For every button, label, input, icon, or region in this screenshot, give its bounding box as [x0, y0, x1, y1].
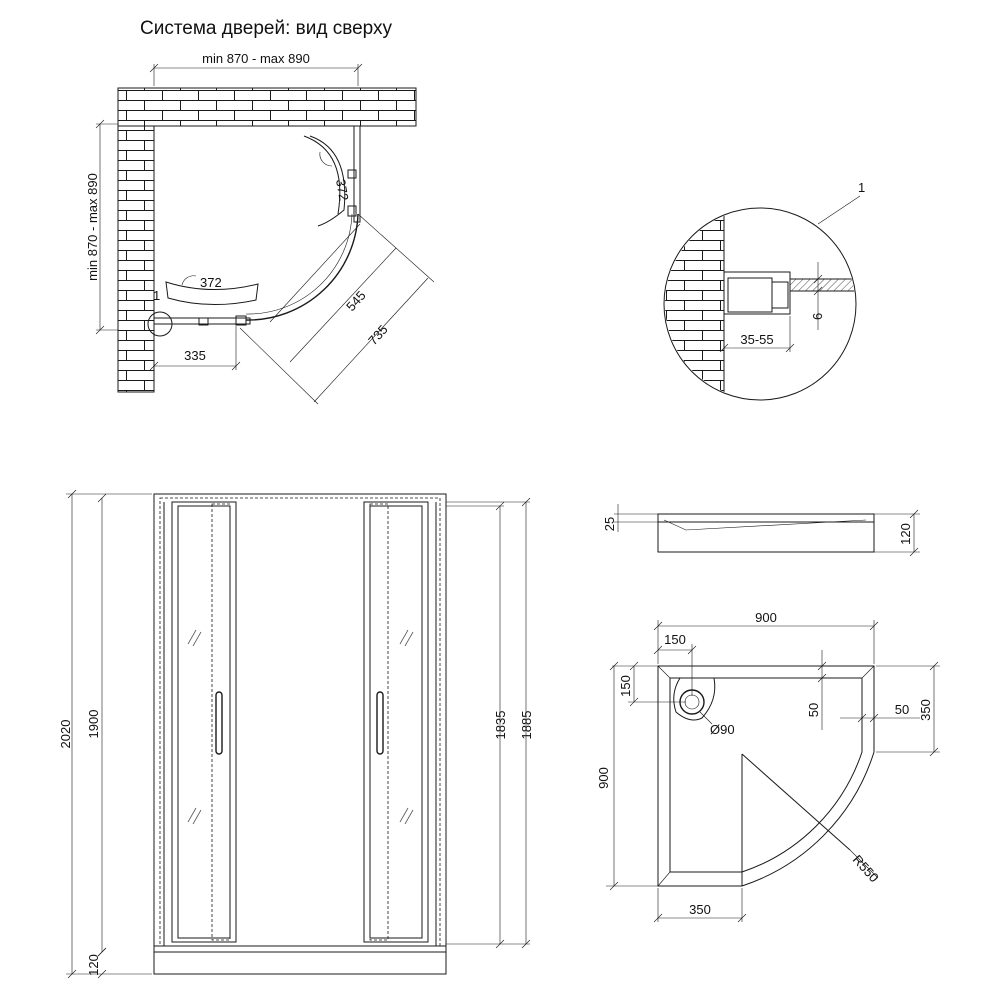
left-handle: [215, 691, 223, 755]
detail-view-1: 1 6 35-55: [663, 180, 865, 401]
dim-735-label: 735: [365, 322, 391, 348]
glass-section: [789, 278, 855, 292]
tray-outline: [657, 665, 875, 887]
tray-height-front-label: 120: [86, 954, 101, 976]
roller-left-1: [198, 317, 209, 326]
door-height-label: 1885: [519, 711, 534, 740]
brick-wall-left: [117, 125, 155, 393]
right-glass-panel: [363, 501, 429, 943]
tray-front: [153, 951, 447, 975]
radius-label: R550: [850, 852, 882, 885]
right-handle: [376, 691, 384, 755]
top-door-open-arc: [309, 135, 346, 227]
tray-side-height-label: 120: [898, 523, 913, 545]
rim-right-label: 50: [895, 702, 909, 717]
drain-offset-x-label: 150: [664, 632, 686, 647]
tray-inner-rim: [669, 677, 863, 873]
top-wall-profile: [353, 125, 361, 223]
dim-width-range: min 870 - max 890: [149, 51, 363, 86]
straight-right-label: 350: [918, 699, 933, 721]
roller-top-1: [347, 169, 357, 179]
callout-label-1: 1: [153, 288, 160, 303]
inner-height-label: 1835: [493, 711, 508, 740]
roller-top-2: [347, 205, 357, 217]
detail-circle: [663, 207, 857, 401]
dim-335: 335: [149, 326, 241, 371]
rim-top-label: 50: [806, 703, 821, 717]
dim-diagonal: 545 735: [239, 213, 435, 405]
front-view: 2020 1900 120 1835 1885: [58, 489, 534, 979]
tray-plan-view: Ø90 900 150 150 900 50: [596, 610, 940, 923]
brick-wall-top: [117, 87, 417, 127]
callout-circle-1: [147, 311, 173, 337]
width-range-label: min 870 - max 890: [202, 51, 310, 66]
top-door-swing-label: 372: [333, 178, 352, 202]
tray-rim-label: 25: [602, 517, 617, 531]
total-height-label: 2020: [58, 720, 73, 749]
left-door-arrow-icon: [181, 275, 197, 286]
glass-reflection-marks: [187, 629, 414, 825]
frame-height-label: 1900: [86, 710, 101, 739]
glass-thickness-label: 6: [810, 313, 825, 320]
top-door-arrow-icon: [319, 151, 333, 167]
cabin-outline: [153, 493, 447, 975]
dim-335-label: 335: [184, 348, 206, 363]
wall-profile-section: [723, 271, 791, 315]
drain-housing: [673, 677, 716, 721]
tray-depth-label: 900: [596, 767, 611, 789]
left-glass-panel: [171, 501, 237, 943]
height-range-label: min 870 - max 890: [85, 173, 100, 281]
drawing-title: Система дверей: вид сверху: [140, 18, 393, 39]
drain-offset-y-label: 150: [618, 675, 633, 697]
left-door-swing-label: 372: [200, 275, 222, 290]
dim-545-label: 545: [343, 288, 369, 314]
roller-left-2: [235, 315, 247, 326]
drain-diameter-label: Ø90: [710, 722, 735, 737]
detail-callout-label: 1: [858, 180, 865, 195]
left-door-open-arc: [165, 281, 259, 305]
curved-glass-arc: [245, 213, 359, 321]
dim-height-range: min 870 - max 890: [85, 119, 118, 335]
gap-range-label: 35-55: [740, 332, 773, 347]
tray-width-label: 900: [755, 610, 777, 625]
straight-bottom-label: 350: [689, 902, 711, 917]
tray-side-outline: [657, 513, 875, 553]
top-view: min 870 - max 890 min 870 - max 890 372: [85, 51, 435, 405]
tray-side-view: 25 120: [602, 504, 920, 557]
